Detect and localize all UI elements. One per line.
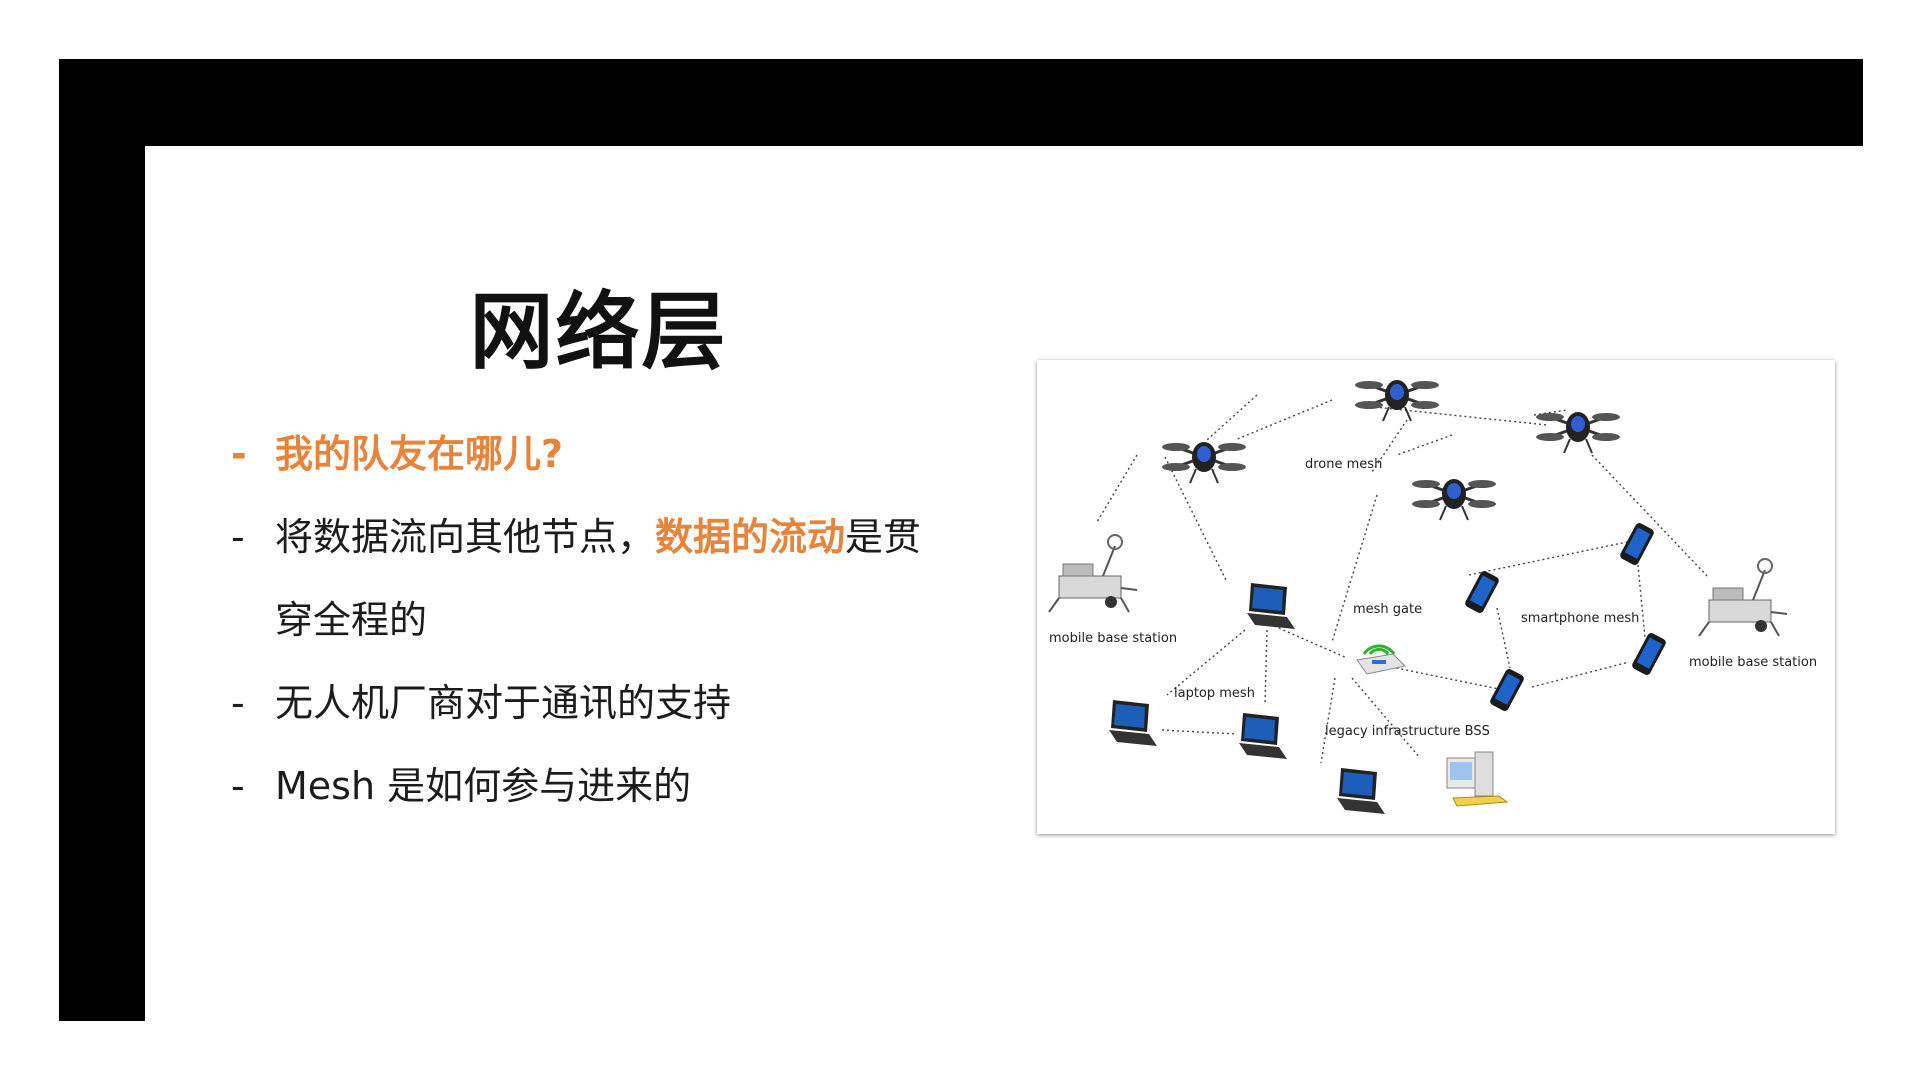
bullet-item: - 无人机厂商对于通讯的支持 (231, 675, 1011, 731)
slide-title: 网络层 (469, 283, 728, 381)
trailer-icon (1048, 534, 1138, 613)
mesh-network-svg: drone mesh mesh gate smartphone mesh lap… (1048, 378, 1817, 814)
base-station-left-label: mobile base station (1049, 631, 1177, 646)
drone-icon (1534, 410, 1622, 455)
bullet-dash: - (231, 764, 245, 808)
bullet-text-tail: 是贯 (845, 515, 922, 559)
mesh-network-diagram: drone mesh mesh gate smartphone mesh lap… (1037, 360, 1835, 834)
trailer-icon (1698, 558, 1788, 637)
bullet-text: 我的队友在哪儿? (275, 432, 564, 476)
bullet-list: - 我的队友在哪儿? - 将数据流向其他节点，数据的流动是贯 穿全程的 - 无人… (231, 426, 1011, 841)
slide-frame: 网络层 - 我的队友在哪儿? - 将数据流向其他节点，数据的流动是贯 穿全程的 … (59, 59, 1894, 1052)
bullet-dash: - (231, 432, 247, 476)
desktop-pc-icon (1446, 751, 1509, 807)
smartphone-icon (1463, 569, 1501, 615)
bullet-text: 将数据流向其他节点， (275, 515, 656, 559)
drone-icon (1353, 378, 1441, 423)
smartphone-mesh-label: smartphone mesh (1521, 611, 1639, 626)
bullet-item: - 我的队友在哪儿? (231, 426, 1011, 482)
mesh-links (1096, 394, 1710, 764)
legacy-bss-label: legacy infrastructure BSS (1325, 724, 1490, 739)
smartphone-icon (1488, 667, 1526, 713)
drone-mesh-label: drone mesh (1305, 457, 1382, 472)
drone-icon (1160, 440, 1248, 485)
bullet-accent-text: 数据的流动 (655, 515, 846, 559)
bullet-continuation: 穿全程的 (275, 598, 428, 642)
drone-icon (1410, 477, 1498, 522)
smartphone-icon (1630, 631, 1668, 677)
router-icon (1356, 644, 1407, 675)
base-station-right-label: mobile base station (1689, 655, 1817, 670)
mesh-gate-label: mesh gate (1353, 602, 1422, 617)
laptop-icon (1239, 713, 1287, 759)
bullet-dash: - (231, 515, 245, 559)
laptop-icon (1337, 768, 1385, 814)
bullet-text: 无人机厂商对于通讯的支持 (275, 681, 732, 725)
bullet-item: - Mesh 是如何参与进来的 (231, 758, 1011, 814)
bullet-text: Mesh 是如何参与进来的 (275, 764, 692, 808)
laptop-icon (1247, 583, 1295, 629)
smartphone-icon (1618, 521, 1656, 567)
bullet-dash: - (231, 681, 245, 725)
bullet-item: - 将数据流向其他节点，数据的流动是贯 穿全程的 (231, 509, 1011, 648)
laptop-mesh-label: laptop mesh (1174, 686, 1255, 701)
slide: 网络层 - 我的队友在哪儿? - 将数据流向其他节点，数据的流动是贯 穿全程的 … (145, 146, 1894, 1052)
laptop-icon (1109, 700, 1157, 746)
